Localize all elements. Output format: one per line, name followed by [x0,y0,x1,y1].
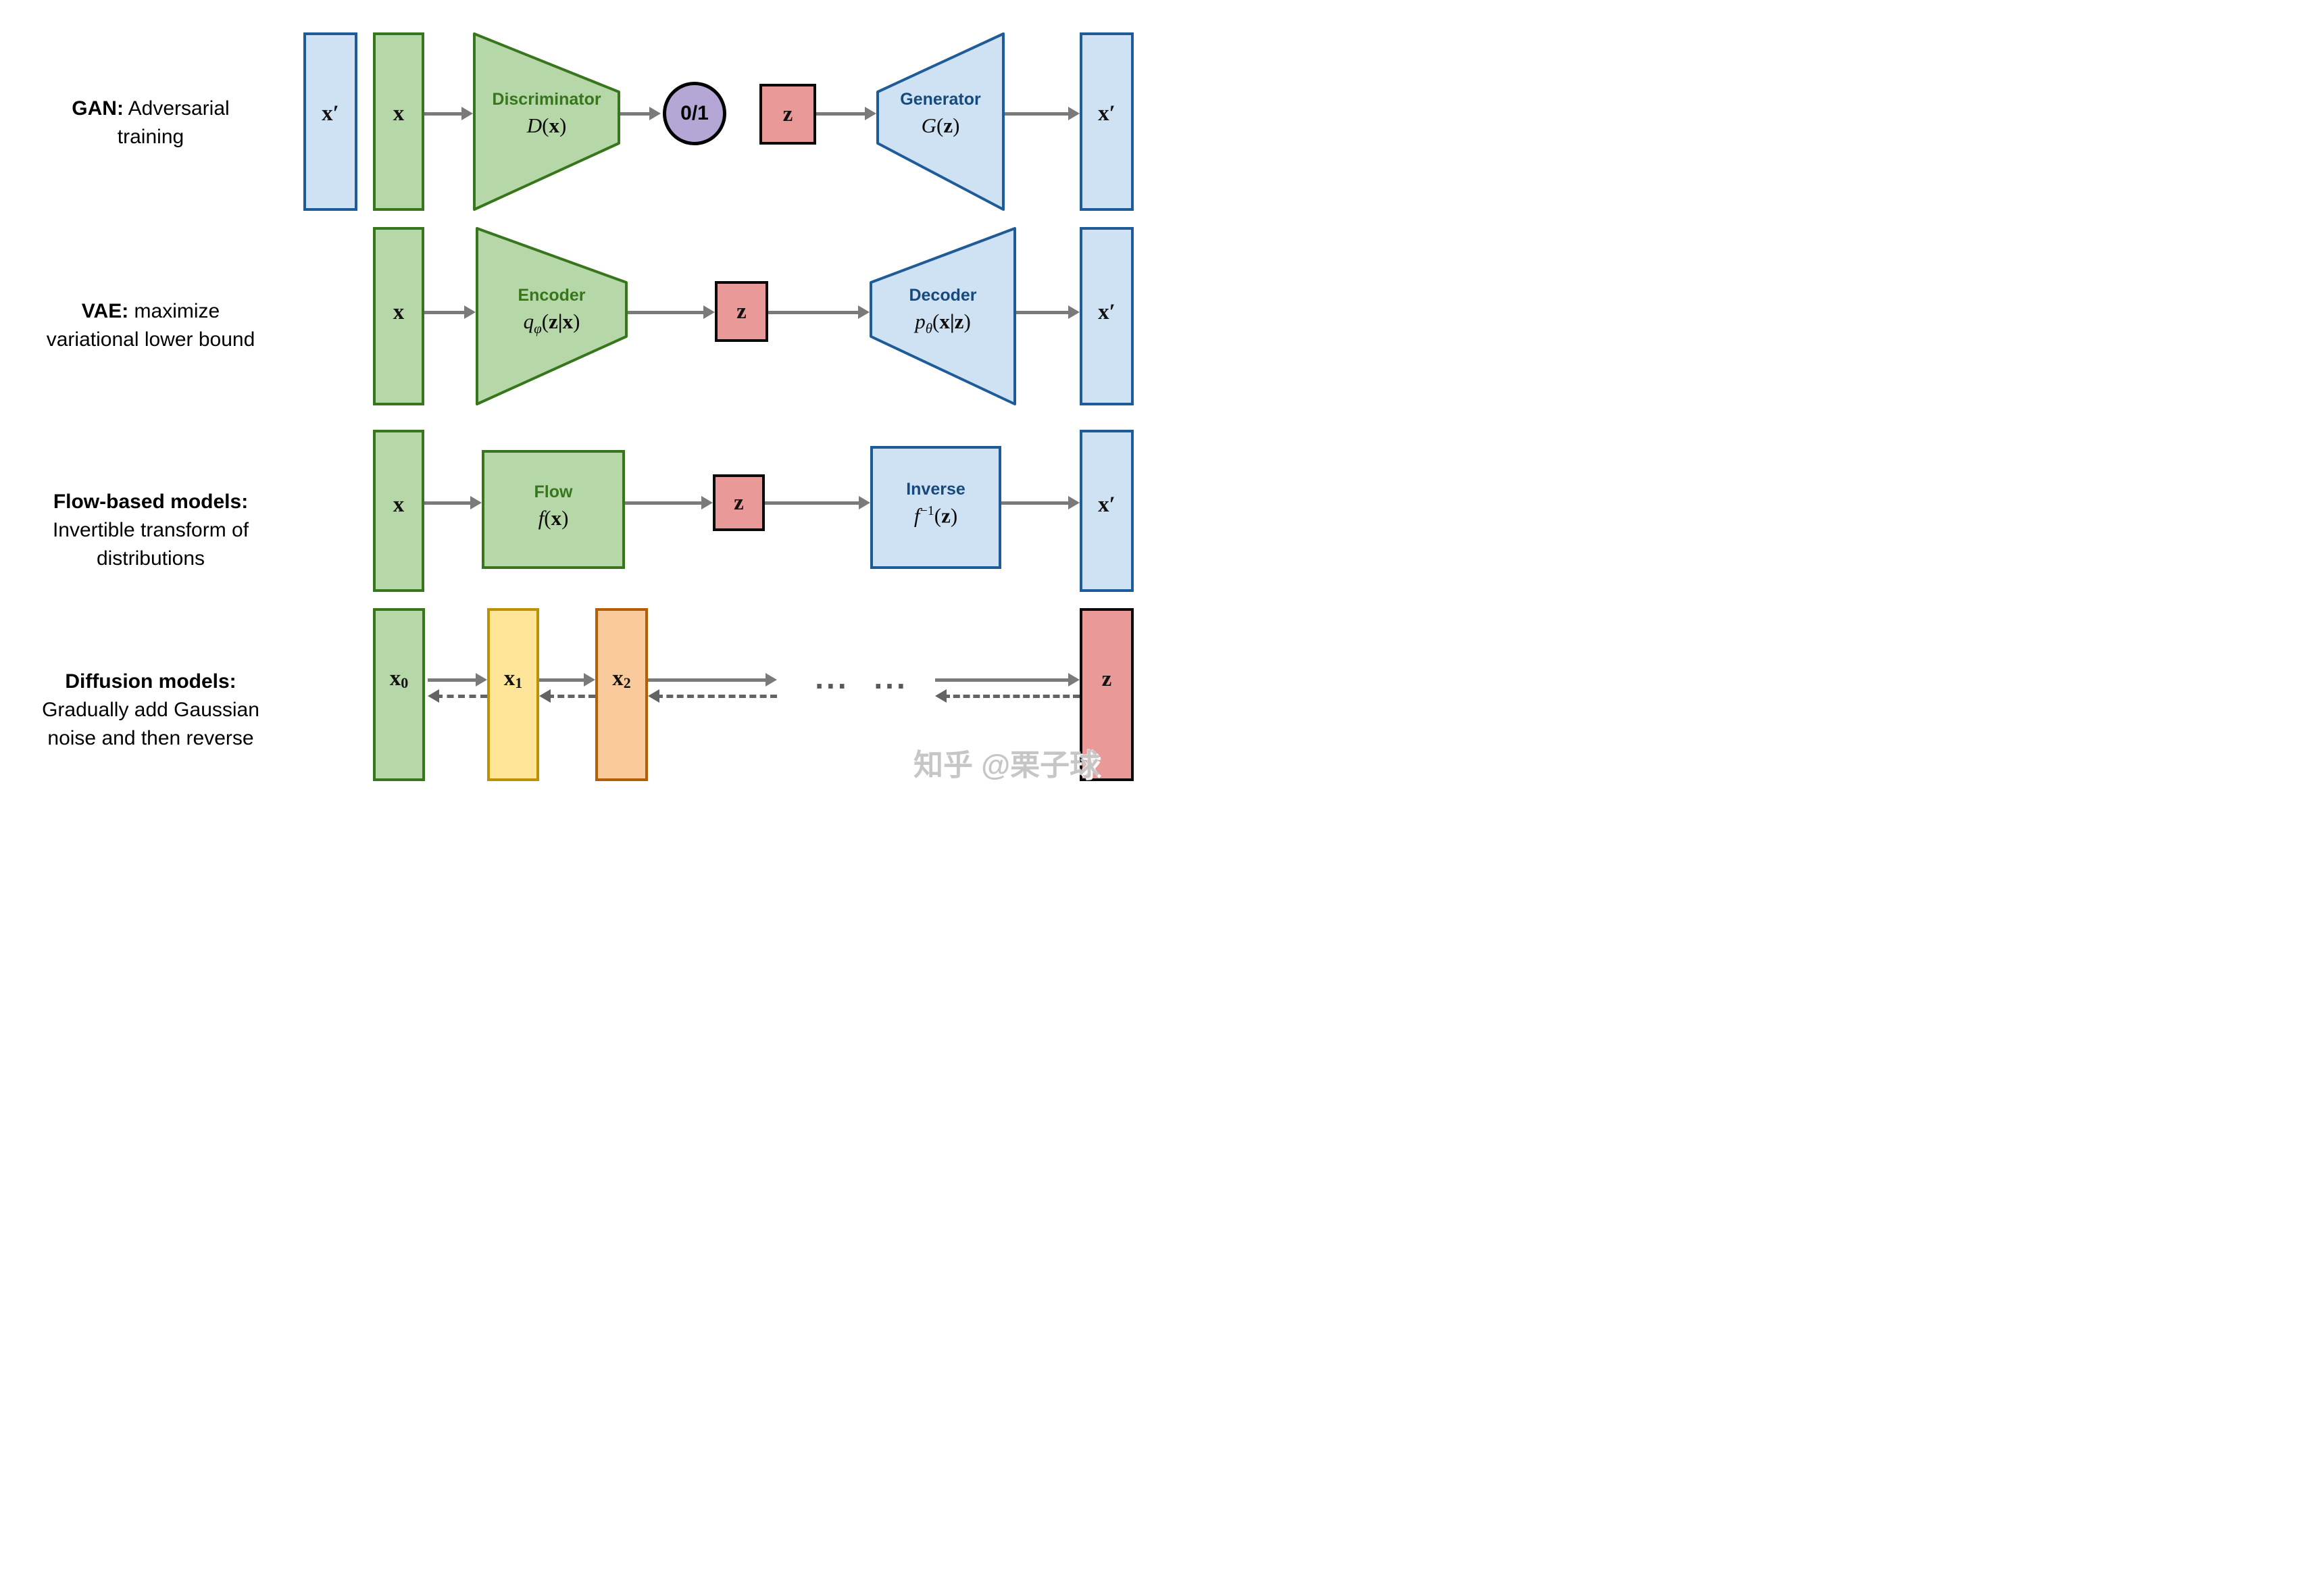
x1-label: x1 [503,666,523,692]
x1-rect: x1 [487,608,539,781]
arrow-inverse-to-x-prime [1001,496,1080,509]
arrow-x1-to-x2 [539,673,595,687]
arrow-x-to-flow [424,496,482,509]
arrow-z-to-decoder [768,305,870,319]
discriminator-trapezoid: Discriminator D(x) [473,32,620,211]
inverse-box: Inverse f−1(z) [870,446,1001,569]
arrow-discriminator-to-output [620,107,661,120]
watermark: 知乎 @栗子球 [913,749,1100,782]
decoder-shape-svg [870,227,1016,405]
arrow-x2-forward [648,673,777,687]
flow-label-line3: distributions [96,547,205,570]
inverse-title: Inverse [906,480,965,499]
diffusion-label-line3: noise and then reverse [47,727,254,749]
flow-title: Flow [534,482,573,501]
gan-row-label: GAN: Adversarial training [0,95,301,151]
flow-box: Flow f(x) [482,450,625,569]
decoder-trapezoid: Decoder pθ(x|z) [870,227,1016,405]
decoder-title: Decoder [909,285,977,305]
arrow-decoder-to-x-prime [1016,305,1080,319]
output-0-1-label: 0/1 [680,102,709,124]
x-prime-rect-flow: x′ [1080,430,1134,592]
encoder-title: Encoder [518,285,586,305]
flow-label-line1: Flow-based models: [53,491,249,513]
x2-rect: x2 [595,608,648,781]
ellipsis-dots: ... ... [815,660,908,695]
inverse-formula: f−1(z) [913,503,958,528]
discriminator-formula: D(x) [526,113,567,137]
arrow-x-to-encoder [424,305,476,319]
encoder-shape-svg [476,227,628,405]
discriminator-title: Discriminator [492,89,601,109]
arrow-z-to-generator [816,107,876,120]
z-rect-vae: z [715,281,768,342]
encoder-formula: qφ(z|x) [523,309,580,337]
x-rect-vae: x [373,227,424,405]
x-rect-gan: x [373,32,424,211]
x-prime-output-rect-gan: x′ [1080,32,1134,211]
flow-row-label: Flow-based models: Invertible transform … [0,488,301,573]
vae-label-line2: variational lower bound [46,328,255,351]
z-rect-gan: z [759,84,816,145]
z-rect-flow: z [713,474,765,531]
vae-label-line1: VAE: maximize [81,300,220,322]
arrow-generator-to-x-prime [1005,107,1080,120]
arrow-encoder-to-z [628,305,715,319]
generator-trapezoid: Generator G(z) [876,32,1005,211]
generator-formula: G(z) [921,113,960,137]
x0-rect: x0 [373,608,425,781]
x0-label: x0 [389,666,409,692]
gan-label-line1: GAN: Adversarial [72,97,230,120]
arrow-x-to-discriminator [424,107,473,120]
discriminator-shape-svg [473,32,620,211]
flow-label-line2: Invertible transform of [52,519,249,541]
flow-formula: f(x) [538,505,569,530]
x-prime-rect-vae: x′ [1080,227,1134,405]
output-0-1-circle: 0/1 [663,82,726,145]
generator-shape-svg [876,32,1005,211]
x2-label: x2 [612,666,631,692]
arrow-flow-to-z [625,496,713,509]
vae-row-label: VAE: maximize variational lower bound [0,297,301,354]
gan-label-line2: training [117,126,184,148]
arrow-x0-to-x1 [428,673,487,687]
x-rect-flow: x [373,430,424,592]
generator-title: Generator [900,89,981,109]
diffusion-label-line2: Gradually add Gaussian [42,699,259,721]
diffusion-label-line1: Diffusion models: [65,670,236,693]
arrow-forward-to-z [935,673,1080,687]
z-rect-diffusion: z [1080,608,1134,781]
x-prime-input-rect-gan: x′ [303,32,357,211]
generative-models-diagram: GAN: Adversarial training x′ x Discrimin… [0,0,1154,798]
encoder-trapezoid: Encoder qφ(z|x) [476,227,628,405]
diffusion-row-label: Diffusion models: Gradually add Gaussian… [0,668,301,753]
arrow-z-to-inverse [765,496,870,509]
decoder-formula: pθ(x|z) [915,309,971,337]
